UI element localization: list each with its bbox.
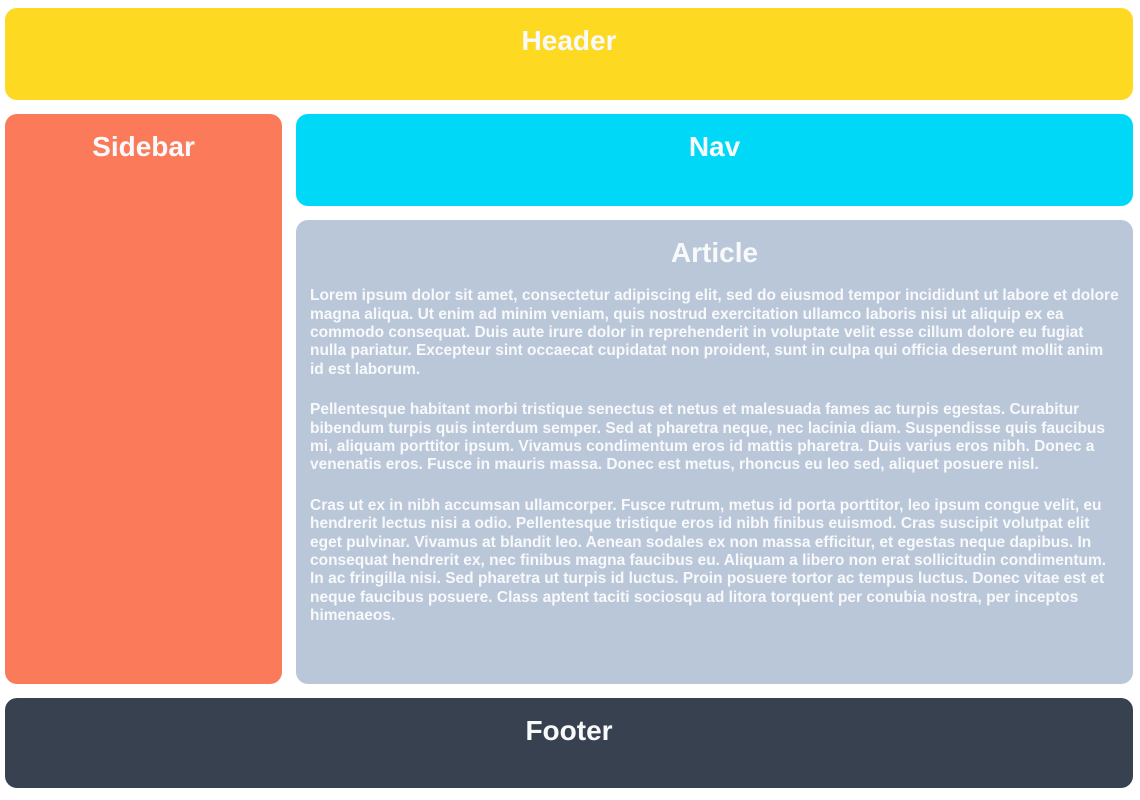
article: Article Lorem ipsum dolor sit amet, cons… (296, 220, 1133, 684)
footer-title: Footer (525, 715, 613, 746)
article-paragraph-3: Cras ut ex in nibh accumsan ullamcorper.… (310, 496, 1107, 625)
nav-title: Nav (688, 131, 741, 162)
sidebar-title: Sidebar (92, 131, 195, 162)
nav: Nav (296, 114, 1133, 206)
header-title: Header (521, 25, 617, 56)
footer: Footer (5, 698, 1133, 788)
article-paragraph-1: Lorem ipsum dolor sit amet, consectetur … (310, 287, 1119, 378)
sidebar: Sidebar (5, 114, 282, 684)
article-title: Article (670, 237, 759, 268)
article-paragraph-2: Pellentesque habitant morbi tristique se… (310, 401, 1105, 474)
header: Header (5, 8, 1133, 100)
